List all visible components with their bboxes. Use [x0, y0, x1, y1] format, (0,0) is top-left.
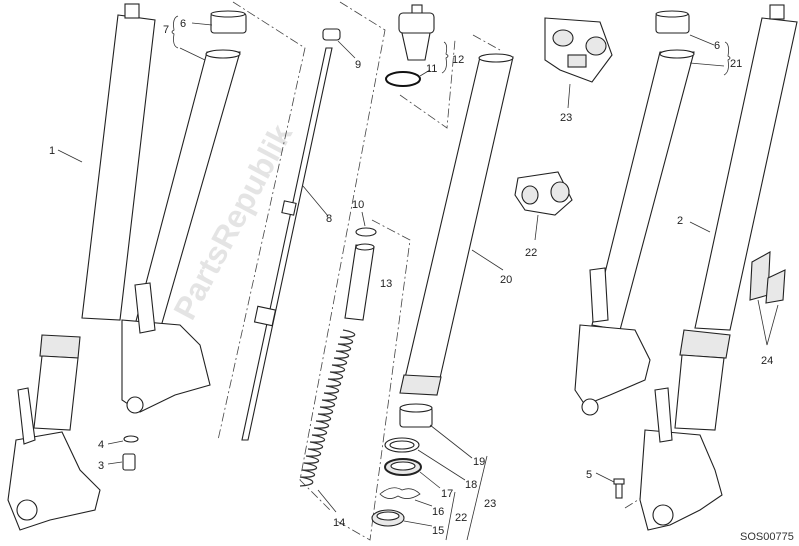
callout-6-right: 6	[714, 40, 720, 52]
part-5-screw[interactable]	[613, 478, 625, 499]
part-23-bracket-kit[interactable]	[544, 17, 613, 83]
part-4-washer[interactable]	[123, 435, 139, 443]
part-15-dust-seal[interactable]	[371, 509, 405, 527]
part-8-damper-rod[interactable]	[241, 47, 333, 441]
part-24-stickers[interactable]	[749, 251, 786, 304]
part-2-fork-leg-right[interactable]	[639, 4, 798, 531]
part-6-bushing-right[interactable]	[655, 10, 690, 34]
part-11-o-ring[interactable]	[385, 71, 421, 87]
callout-17: 17	[441, 488, 453, 500]
callout-6: 6	[180, 18, 186, 30]
part-21-fork-tube-right[interactable]	[574, 49, 695, 416]
part-3-screw[interactable]	[122, 453, 136, 471]
callout-9: 9	[355, 59, 361, 71]
part-19-bushing[interactable]	[399, 403, 433, 428]
part-22-bracket-kit[interactable]	[514, 171, 573, 216]
callout-11: 11	[426, 63, 437, 75]
callout-18: 18	[465, 479, 477, 491]
callout-4: 4	[98, 439, 104, 451]
part-6-bushing-left[interactable]	[210, 10, 247, 34]
part-14-spring[interactable]	[299, 329, 356, 487]
callout-22-seal-kit: 22	[455, 512, 467, 524]
part-13-spacer-tube[interactable]	[344, 243, 375, 321]
callout-12: 12	[452, 54, 464, 66]
callout-24: 24	[761, 355, 773, 367]
callout-7: 7	[163, 24, 169, 36]
diagram-code: SOS00775	[740, 531, 794, 543]
part-7-fork-tube-left[interactable]	[121, 49, 241, 414]
part-1-fork-leg-left[interactable]	[7, 3, 156, 531]
callout-3: 3	[98, 460, 104, 472]
callout-8: 8	[326, 213, 332, 225]
callout-21: 21	[730, 58, 742, 70]
callout-14: 14	[333, 517, 345, 529]
part-12-fork-cap[interactable]	[398, 4, 435, 61]
callout-2: 2	[677, 215, 683, 227]
callout-15: 15	[432, 525, 444, 537]
callout-10: 10	[352, 199, 364, 211]
callout-20: 20	[500, 274, 512, 286]
part-20-fork-tube-center[interactable]	[399, 53, 514, 396]
callout-1: 1	[49, 145, 55, 157]
part-10-washer[interactable]	[355, 227, 377, 237]
callout-19: 19	[473, 456, 485, 468]
part-17-oil-seal[interactable]	[384, 458, 422, 476]
assembly-dash-lines	[217, 1, 647, 541]
callout-23: 23	[560, 112, 572, 124]
callout-13: 13	[380, 278, 392, 290]
callout-16: 16	[432, 506, 444, 518]
callout-22: 22	[525, 247, 537, 259]
callout-23-seal-kit: 23	[484, 498, 496, 510]
part-9-nut[interactable]	[322, 28, 341, 41]
part-18-washer[interactable]	[384, 437, 420, 453]
part-16-circlip[interactable]	[379, 487, 421, 499]
callout-5: 5	[586, 469, 592, 481]
